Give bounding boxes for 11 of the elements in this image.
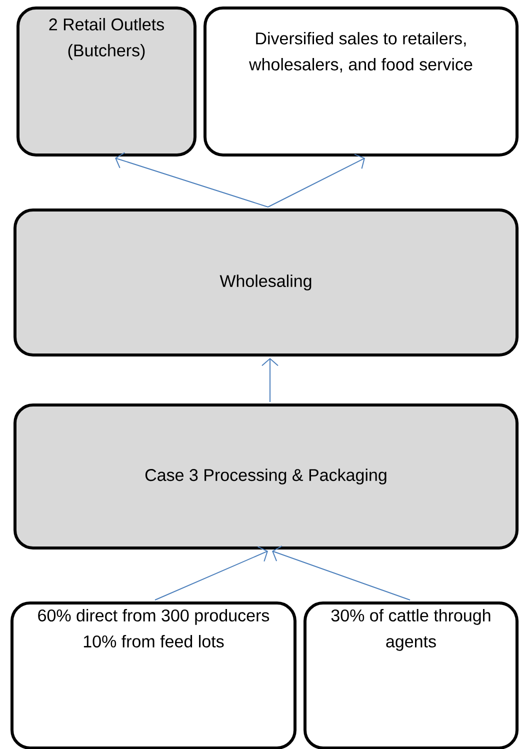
process-box: 2 Retail Outlets (Butchers) <box>16 6 196 156</box>
arrow <box>115 152 268 208</box>
arrow <box>262 358 278 402</box>
process-box: 60% direct from 300 producers 10% from feed lots <box>10 602 296 749</box>
arrow <box>272 546 410 600</box>
process-box: Case 3 Processing & Packaging <box>14 404 518 550</box>
process-box: Diversified sales to retailers, wholesalers, and food service <box>204 6 518 156</box>
arrow <box>268 154 365 208</box>
process-box: 30% of cattle through agents <box>304 602 518 749</box>
process-box: Wholesaling <box>14 208 518 356</box>
arrow <box>154 546 268 600</box>
